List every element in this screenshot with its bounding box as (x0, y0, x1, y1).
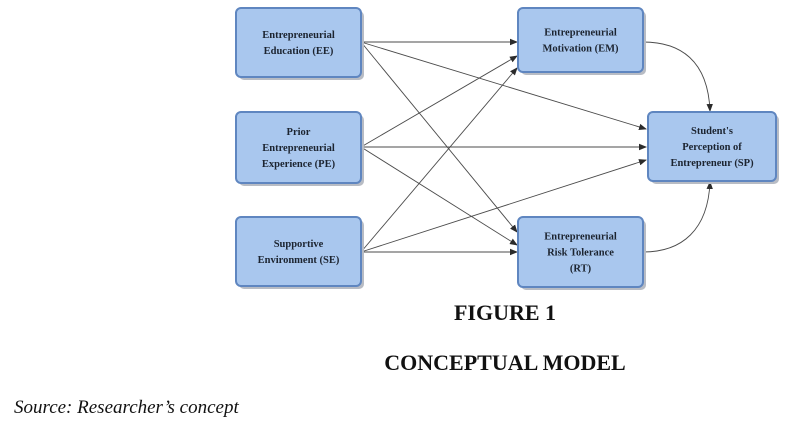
figure-number: FIGURE 1 (453, 300, 557, 325)
node-label-line: Entrepreneurial (262, 143, 335, 154)
arrow-pe-rt (360, 146, 518, 246)
arrow-se-sp (360, 159, 647, 253)
node-label-line: Perception of (682, 142, 742, 153)
arrow-rt-sp (642, 181, 713, 253)
node-label-line: Entrepreneurial (262, 30, 335, 41)
node-label-line: Entrepreneurial (544, 28, 617, 39)
node-label-line: Entrepreneur (SP) (670, 158, 754, 169)
node-label-line: Experience (PE) (262, 159, 336, 170)
node-label-line: Education (EE) (264, 46, 334, 57)
node-label-line: Motivation (EM) (542, 44, 619, 55)
node-label-line: Risk Tolerance (547, 248, 614, 259)
arrow-ee-rt (360, 41, 518, 233)
figure-title: CONCEPTUAL MODEL (384, 350, 626, 375)
arrow-ee-sp (360, 41, 647, 131)
node-label-line: Entrepreneurial (544, 232, 617, 243)
node-label-line: Supportive (274, 239, 324, 250)
node-label-line: Environment (SE) (258, 255, 340, 266)
source-note: Source: Researcher’s concept (14, 397, 239, 418)
arrow-em-sp (642, 41, 713, 112)
arrow-pe-em (360, 55, 518, 148)
arrow-se-em (360, 67, 518, 253)
node-label-line: Student's (691, 126, 733, 137)
node-label-line: (RT) (570, 264, 592, 275)
node-label-line: Prior (287, 127, 311, 138)
